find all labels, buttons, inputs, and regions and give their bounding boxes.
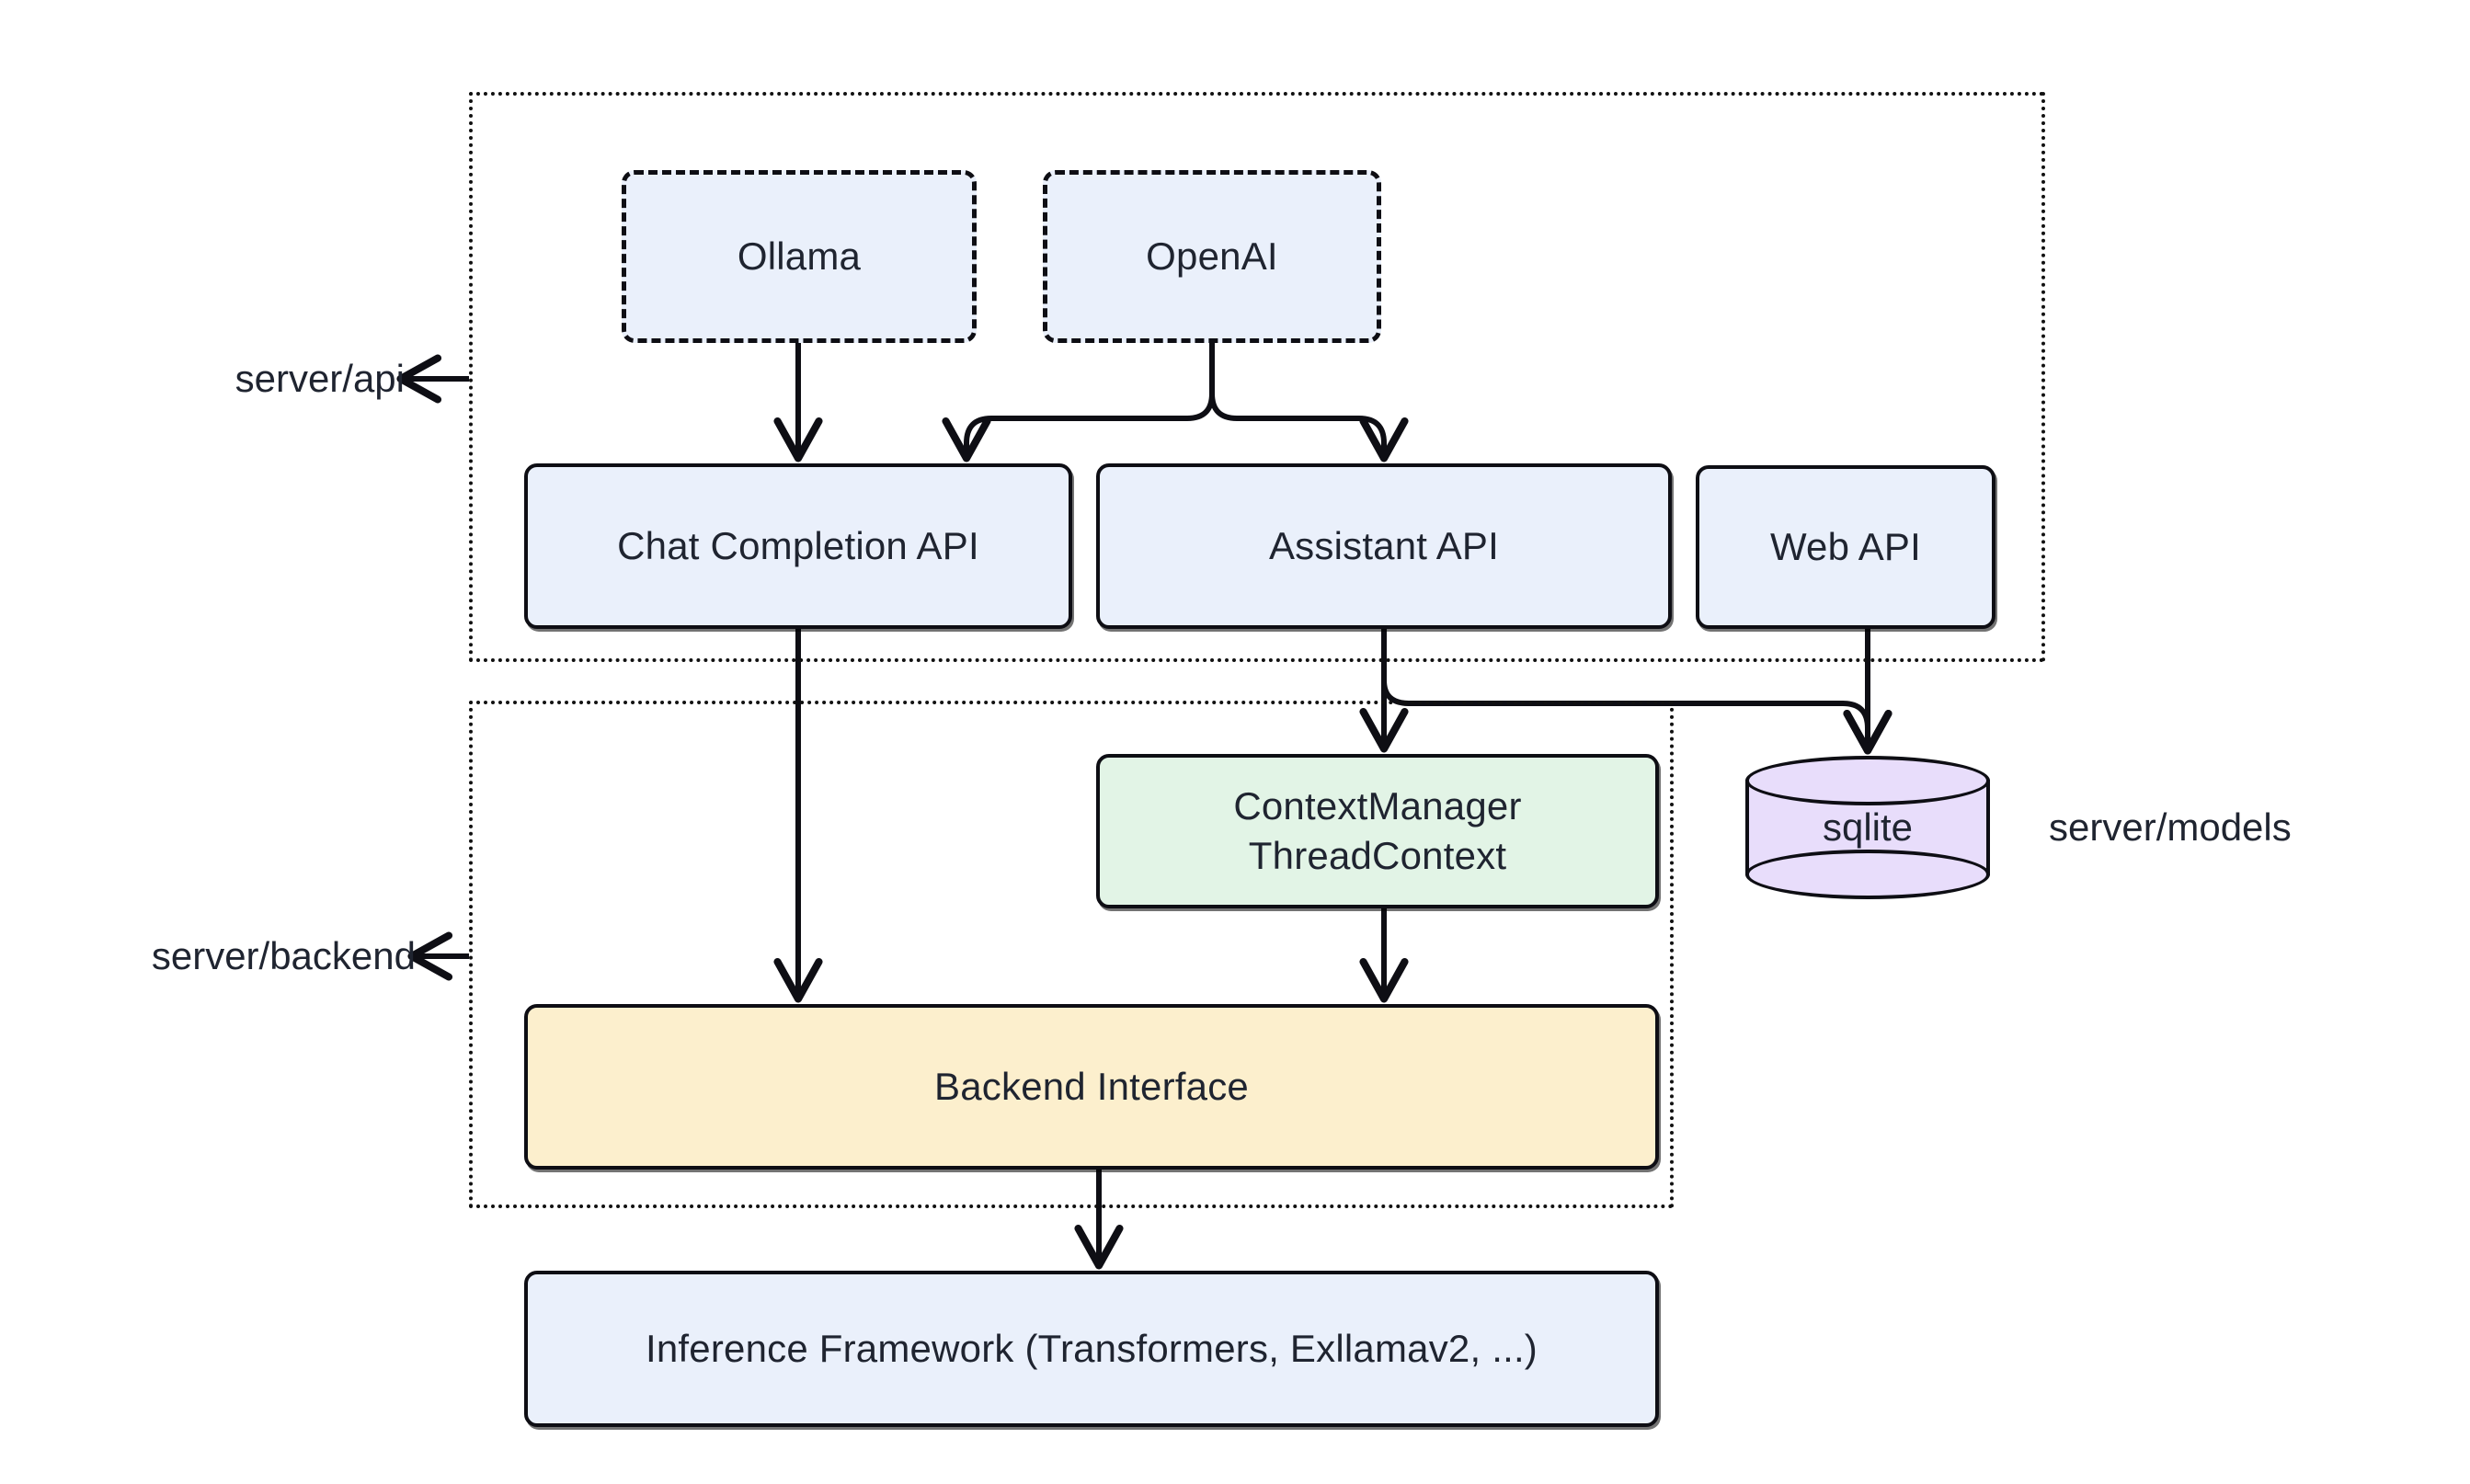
node-chat-completion-api-label: Chat Completion API — [617, 524, 979, 568]
node-context-manager-line2: ThreadContext — [1248, 834, 1507, 877]
node-chat-completion-api[interactable]: Chat Completion API — [524, 463, 1072, 629]
node-assistant-api-label: Assistant API — [1268, 524, 1500, 568]
node-web-api[interactable]: Web API — [1696, 465, 1995, 629]
group-server-api — [469, 92, 2045, 662]
node-ollama[interactable]: Ollama — [622, 170, 977, 343]
sqlite-cylinder-bottom — [1745, 850, 1990, 899]
node-assistant-api[interactable]: Assistant API — [1096, 463, 1672, 629]
sqlite-cylinder-top — [1745, 756, 1990, 805]
annotation-server-models: server/models — [2049, 805, 2292, 849]
node-context-manager-line1: ContextManager — [1233, 784, 1522, 828]
node-openai-label: OpenAI — [1146, 234, 1278, 279]
node-openai[interactable]: OpenAI — [1043, 170, 1381, 343]
node-context-manager-label: ContextManager ThreadContext — [1233, 782, 1521, 881]
group-server-backend — [469, 701, 1674, 1208]
node-ollama-label: Ollama — [737, 234, 862, 279]
node-backend-interface-label: Backend Interface — [934, 1065, 1249, 1109]
node-inference-framework[interactable]: Inference Framework (Transformers, Exlla… — [524, 1271, 1659, 1427]
node-context-manager[interactable]: ContextManager ThreadContext — [1096, 754, 1659, 908]
node-inference-framework-label: Inference Framework (Transformers, Exlla… — [645, 1327, 1538, 1371]
annotation-server-api: server/api — [234, 357, 405, 400]
node-sqlite-label: sqlite — [1822, 805, 1914, 849]
node-sqlite[interactable]: sqlite — [1745, 756, 1990, 899]
node-backend-interface[interactable]: Backend Interface — [524, 1004, 1659, 1170]
annotation-server-backend: server/backend — [151, 934, 416, 977]
node-web-api-label: Web API — [1769, 525, 1922, 569]
